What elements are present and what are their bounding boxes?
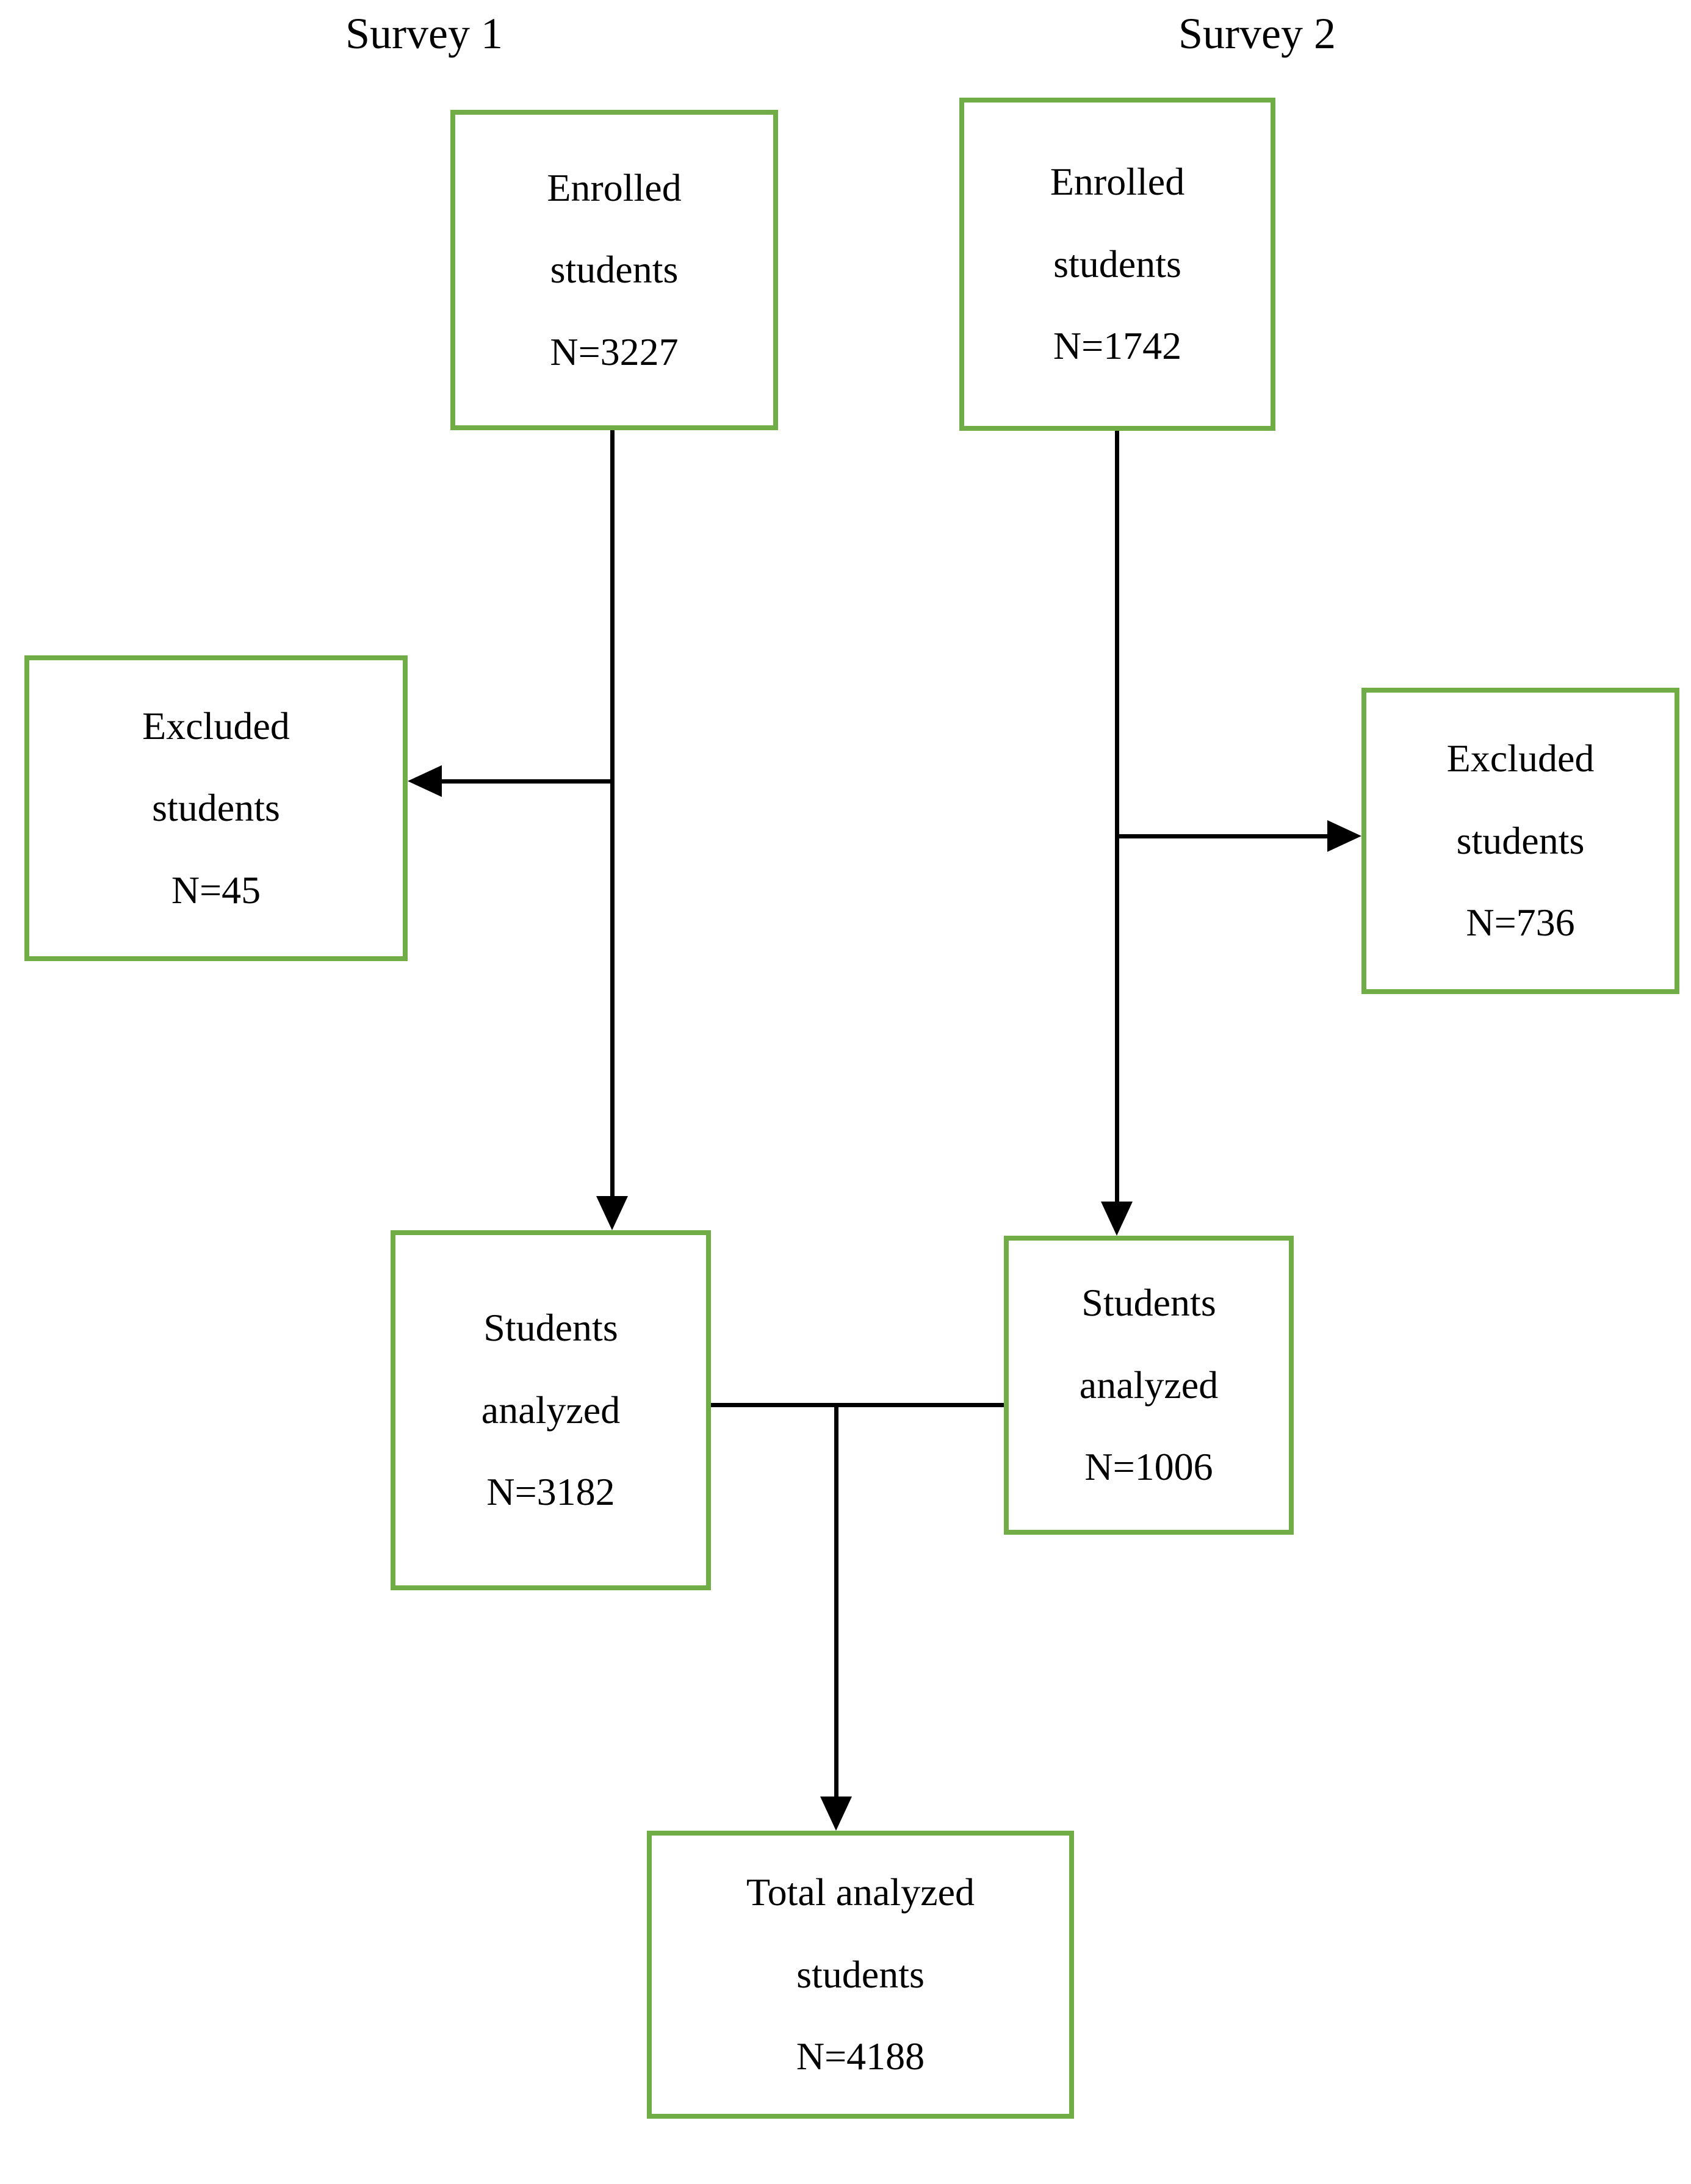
node-line: Enrolled: [547, 165, 682, 209]
connector-analyzed1-analyzed2-merge-line: [711, 1403, 1004, 1407]
column-title-survey1: Survey 1: [345, 9, 503, 58]
connector-enrolled2-to-analyzed2-line: [1115, 431, 1119, 1202]
node-line: Students: [483, 1306, 618, 1350]
node-line: analyzed: [481, 1388, 621, 1432]
node-count: N=1006: [1084, 1445, 1213, 1489]
node-line: students: [1053, 242, 1181, 286]
node-excluded-students-survey2: Excluded students N=736: [1361, 688, 1679, 994]
node-total-analyzed-students: Total analyzed students N=4188: [647, 1831, 1074, 2119]
node-excluded-students-survey1: Excluded students N=45: [24, 655, 408, 961]
node-line: students: [1456, 818, 1585, 862]
connector-merge-to-total-line: [834, 1403, 838, 1800]
node-line: students: [152, 786, 280, 830]
column-title-survey2: Survey 2: [1178, 9, 1336, 58]
arrowhead-down-into-analyzed2-icon: [1101, 1202, 1133, 1236]
node-students-analyzed-survey2: Students analyzed N=1006: [1004, 1236, 1294, 1535]
arrowhead-right-into-excluded2-icon: [1327, 820, 1361, 852]
node-enrolled-students-survey2: Enrolled students N=1742: [959, 98, 1275, 431]
connector-branch-to-excluded1-line: [439, 779, 612, 784]
node-line: Total analyzed: [746, 1870, 975, 1914]
node-line: Excluded: [1446, 737, 1595, 780]
node-count: N=3182: [486, 1470, 615, 1514]
node-line: students: [550, 248, 679, 292]
node-count: N=4188: [796, 2034, 925, 2078]
node-count: N=1742: [1053, 324, 1182, 368]
connector-branch-to-excluded2-line: [1117, 834, 1330, 838]
node-count: N=45: [171, 868, 261, 912]
node-line: analyzed: [1079, 1363, 1219, 1407]
arrowhead-left-into-excluded1-icon: [408, 765, 442, 797]
node-count: N=736: [1466, 901, 1575, 945]
connector-enrolled1-to-analyzed1-line: [610, 430, 615, 1200]
node-line: Enrolled: [1050, 160, 1185, 204]
arrowhead-down-into-analyzed1-icon: [596, 1196, 628, 1230]
arrowhead-down-into-total-icon: [820, 1797, 852, 1831]
node-count: N=3227: [550, 330, 679, 373]
node-line: Students: [1081, 1281, 1216, 1325]
node-line: students: [796, 1952, 925, 1996]
node-students-analyzed-survey1: Students analyzed N=3182: [391, 1230, 711, 1590]
node-enrolled-students-survey1: Enrolled students N=3227: [450, 110, 778, 430]
node-line: Excluded: [142, 704, 290, 748]
